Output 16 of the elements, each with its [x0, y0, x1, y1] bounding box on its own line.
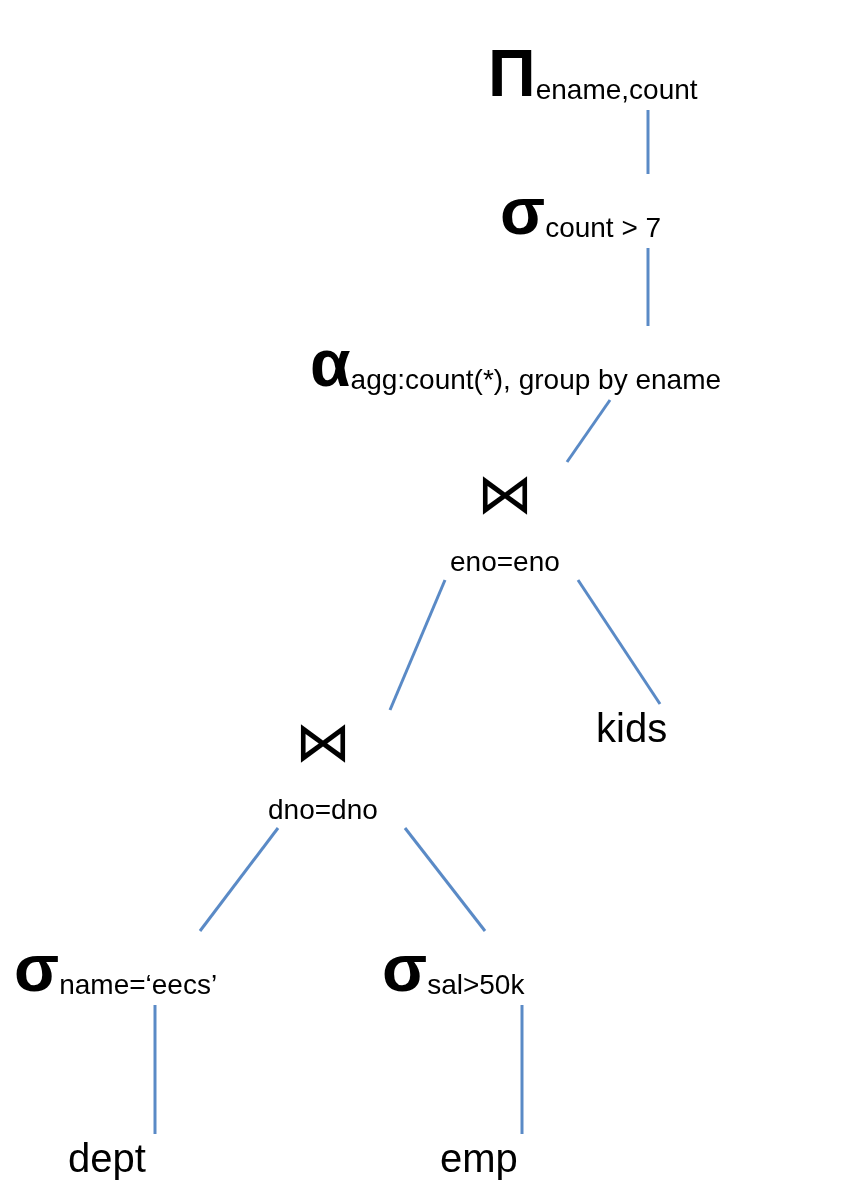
relation-name: dept	[68, 1138, 146, 1178]
tree-edge	[646, 110, 650, 174]
relation-name: emp	[440, 1138, 518, 1178]
tree-edge	[153, 1005, 157, 1134]
tree-edge	[520, 1005, 524, 1134]
tree-edge	[388, 579, 447, 711]
join-condition: dno=dno	[268, 796, 378, 824]
tree-edge	[198, 827, 280, 932]
join-symbol: ⋈	[476, 466, 533, 522]
tree-edge	[565, 399, 612, 463]
tree-edge	[646, 248, 650, 326]
join-condition: eno=eno	[450, 548, 560, 576]
tree-edge	[576, 579, 662, 705]
tree-edge	[403, 827, 487, 932]
join-symbol: ⋈	[294, 714, 351, 770]
relation-name: kids	[596, 708, 668, 748]
